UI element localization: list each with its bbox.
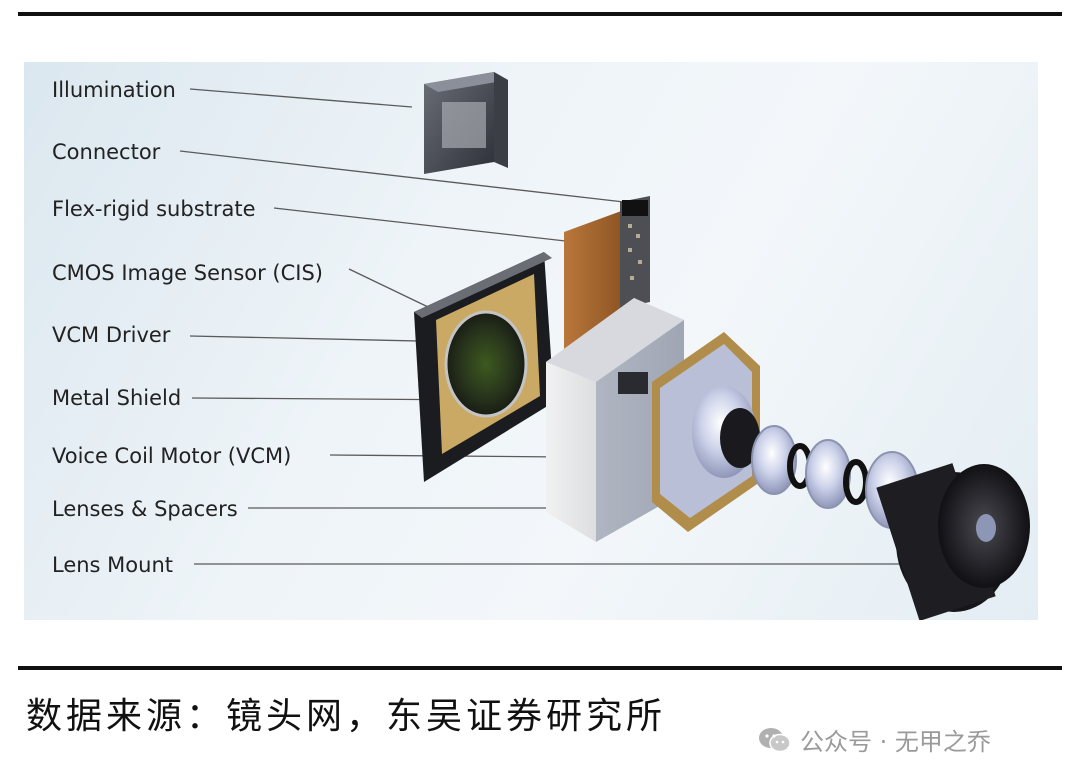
camera-module-exploded-diagram: Illumination Connector Flex-rigid substr… [24, 62, 1038, 620]
wechat-icon [759, 727, 791, 752]
watermark-text: 公众号 · 无甲之乔 [800, 728, 991, 756]
label-illumination: Illumination [52, 78, 176, 102]
label-connector: Connector [52, 140, 161, 164]
illumination-part [424, 72, 508, 174]
label-metal-shield: Metal Shield [52, 386, 182, 410]
watermark: 公众号 · 无甲之乔 [758, 722, 991, 757]
exploded-view-illustration [179, 72, 1030, 620]
label-flex-substrate: Flex-rigid substrate [52, 197, 256, 221]
bottom-rule [18, 666, 1062, 670]
label-lens-mount: Lens Mount [52, 553, 173, 577]
lens-holder-part [652, 332, 760, 532]
leader-lines [179, 88, 904, 565]
label-voice-coil-motor: Voice Coil Motor (VCM) [52, 444, 292, 468]
cmos-sensor-part [414, 252, 554, 482]
source-caption: 数据来源：镜头网，东吴证券研究所 [26, 696, 667, 737]
label-vcm-driver: VCM Driver [52, 323, 171, 347]
label-cmos-sensor: CMOS Image Sensor (CIS) [52, 261, 323, 285]
top-rule [18, 12, 1062, 16]
label-lenses-spacers: Lenses & Spacers [52, 497, 238, 521]
lens-mount-part [876, 463, 1030, 620]
